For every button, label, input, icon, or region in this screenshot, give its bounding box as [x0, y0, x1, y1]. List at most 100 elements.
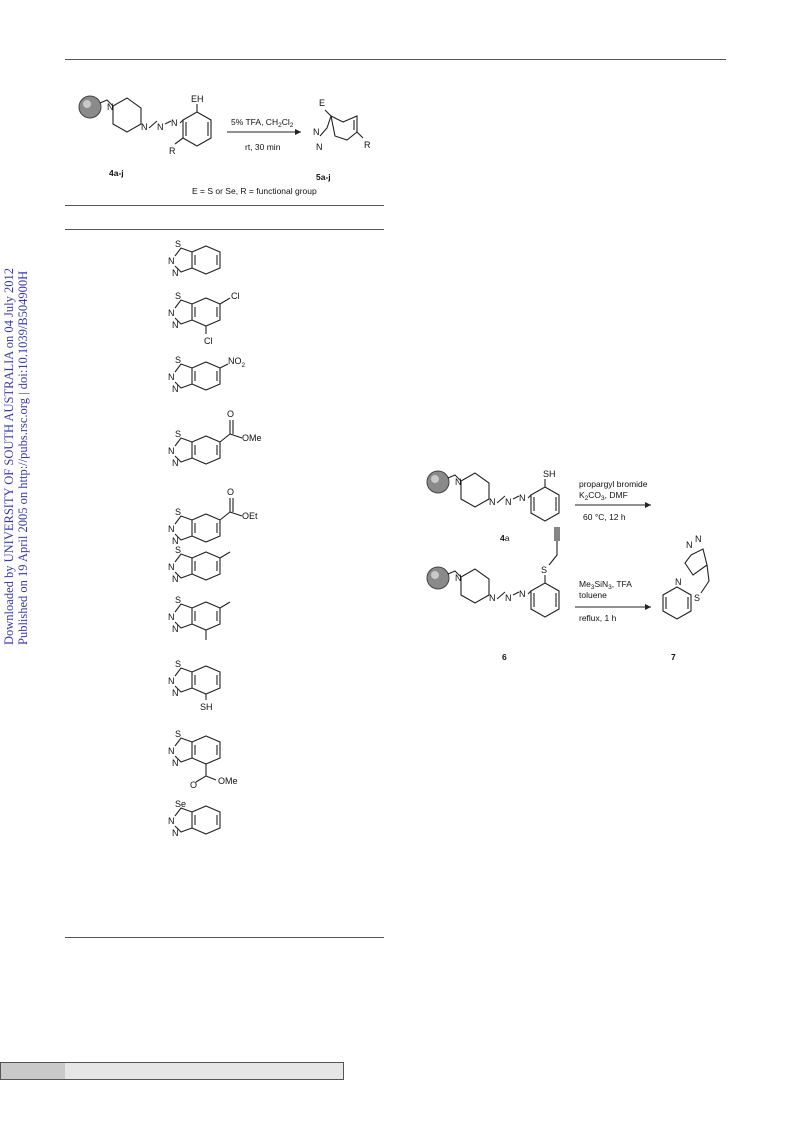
product-2: S N N Cl Cl — [168, 291, 240, 346]
svg-text:N: N — [157, 122, 164, 132]
svg-text:propargyl bromide: propargyl bromide — [579, 479, 648, 489]
product-10: Se N N — [168, 799, 221, 838]
svg-text:N: N — [172, 828, 179, 838]
svg-text:N: N — [168, 256, 175, 266]
svg-text:OMe: OMe — [218, 776, 238, 786]
svg-text:N: N — [107, 102, 114, 112]
svg-text:S: S — [175, 239, 181, 249]
label-7: 7 — [671, 652, 676, 662]
svg-text:toluene: toluene — [579, 590, 607, 600]
svg-text:N: N — [172, 458, 179, 468]
svg-text:N: N — [171, 118, 178, 128]
svg-text:OEt: OEt — [242, 511, 258, 521]
svg-text:N: N — [455, 477, 462, 487]
svg-text:S: S — [175, 291, 181, 301]
product-4: S N N O OMe — [168, 409, 262, 468]
label-5aj: 5a-j — [316, 172, 331, 182]
published-line: Published on 19 April 2005 on http://pub… — [16, 271, 30, 645]
svg-text:S: S — [175, 545, 181, 555]
svg-text:R: R — [169, 146, 176, 156]
footer-bar — [0, 1062, 344, 1080]
svg-text:S: S — [541, 565, 547, 575]
svg-text:N: N — [519, 589, 526, 599]
svg-text:N: N — [489, 497, 496, 507]
header-rule — [65, 59, 726, 60]
svg-text:E: E — [319, 98, 325, 108]
svg-text:N: N — [172, 624, 179, 634]
product-8: S N N SH — [168, 659, 221, 712]
svg-text:N: N — [172, 688, 179, 698]
svg-text:N: N — [505, 497, 512, 507]
svg-text:K2CO3, DMF: K2CO3, DMF — [579, 490, 628, 502]
svg-text:OMe: OMe — [242, 433, 262, 443]
label-6: 6 — [502, 652, 507, 662]
svg-text:S: S — [175, 507, 181, 517]
download-line: Downloaded by UNIVERSITY OF SOUTH AUSTRA… — [2, 268, 16, 645]
svg-text:N: N — [316, 142, 323, 152]
label-4a: 4a — [500, 533, 510, 543]
product-3: S N N NO2 — [168, 355, 246, 394]
svg-text:N: N — [168, 816, 175, 826]
svg-text:S: S — [175, 595, 181, 605]
resin-bead — [78, 95, 102, 119]
svg-text:S: S — [175, 429, 181, 439]
svg-text:NO2: NO2 — [228, 356, 246, 369]
svg-text:EH: EH — [191, 94, 204, 104]
svg-text:R: R — [364, 140, 371, 150]
svg-text:SH: SH — [200, 702, 213, 712]
svg-text:N: N — [489, 593, 496, 603]
svg-text:60 °C, 12 h: 60 °C, 12 h — [583, 512, 626, 522]
svg-text:S: S — [175, 729, 181, 739]
svg-text:reflux, 1 h: reflux, 1 h — [579, 613, 617, 623]
svg-text:Cl: Cl — [204, 336, 213, 346]
svg-text:N: N — [168, 524, 175, 534]
svg-text:N: N — [172, 758, 179, 768]
svg-text:N: N — [455, 573, 462, 583]
product-1: S N N — [168, 239, 221, 278]
footer-journal-block — [65, 1063, 343, 1079]
svg-text:N: N — [172, 536, 179, 546]
products-column: S N N S N N Cl Cl S N N NO2 S N N O OMe — [168, 239, 262, 838]
svg-text:rt, 30 min: rt, 30 min — [245, 142, 281, 152]
scheme-solid-phase-cleavage: N N N N EH R 5% TFA, CH2Cl2 rt, 30 min E… — [78, 94, 371, 196]
svg-text:N: N — [172, 320, 179, 330]
svg-text:Se: Se — [175, 799, 186, 809]
svg-text:Cl: Cl — [231, 291, 240, 301]
svg-text:N: N — [168, 676, 175, 686]
svg-text:N: N — [686, 540, 693, 550]
svg-text:SH: SH — [543, 469, 556, 479]
svg-text:N: N — [172, 574, 179, 584]
product-9: S N N O OMe — [168, 729, 238, 790]
svg-text:S: S — [175, 659, 181, 669]
download-notice: Downloaded by UNIVERSITY OF SOUTH AUSTRA… — [0, 0, 40, 1123]
svg-text:N: N — [172, 268, 179, 278]
svg-text:Me3SiN3, TFA: Me3SiN3, TFA — [579, 579, 632, 591]
svg-text:N: N — [168, 746, 175, 756]
svg-text:5% TFA, CH2Cl2: 5% TFA, CH2Cl2 — [231, 117, 294, 129]
svg-text:N: N — [168, 612, 175, 622]
scheme-triazole-synthesis: N N N N SH propargyl bromide K2CO3, DMF … — [426, 469, 710, 662]
footer-page-block — [1, 1063, 66, 1079]
product-7: S N N — [168, 595, 231, 640]
svg-text:N: N — [168, 446, 175, 456]
piperazine-ring — [112, 97, 142, 133]
svg-text:N: N — [675, 577, 682, 587]
product-5: S N N O OEt — [168, 487, 258, 546]
svg-text:N: N — [168, 308, 175, 318]
svg-text:N: N — [519, 493, 526, 503]
svg-text:O: O — [227, 409, 234, 419]
svg-text:N: N — [505, 593, 512, 603]
label-4aj: 4a-j — [109, 168, 124, 178]
svg-text:O: O — [190, 780, 197, 790]
svg-text:O: O — [227, 487, 234, 497]
svg-text:N: N — [141, 122, 148, 132]
product-6: S N N — [168, 545, 231, 584]
svg-text:N: N — [695, 534, 702, 544]
svg-text:S: S — [694, 593, 700, 603]
svg-text:S: S — [175, 355, 181, 365]
svg-text:N: N — [168, 562, 175, 572]
svg-text:N: N — [172, 384, 179, 394]
table-header-rule — [65, 229, 384, 230]
scheme-footnote: E = S or Se, R = functional group — [192, 186, 317, 196]
svg-text:N: N — [168, 372, 175, 382]
